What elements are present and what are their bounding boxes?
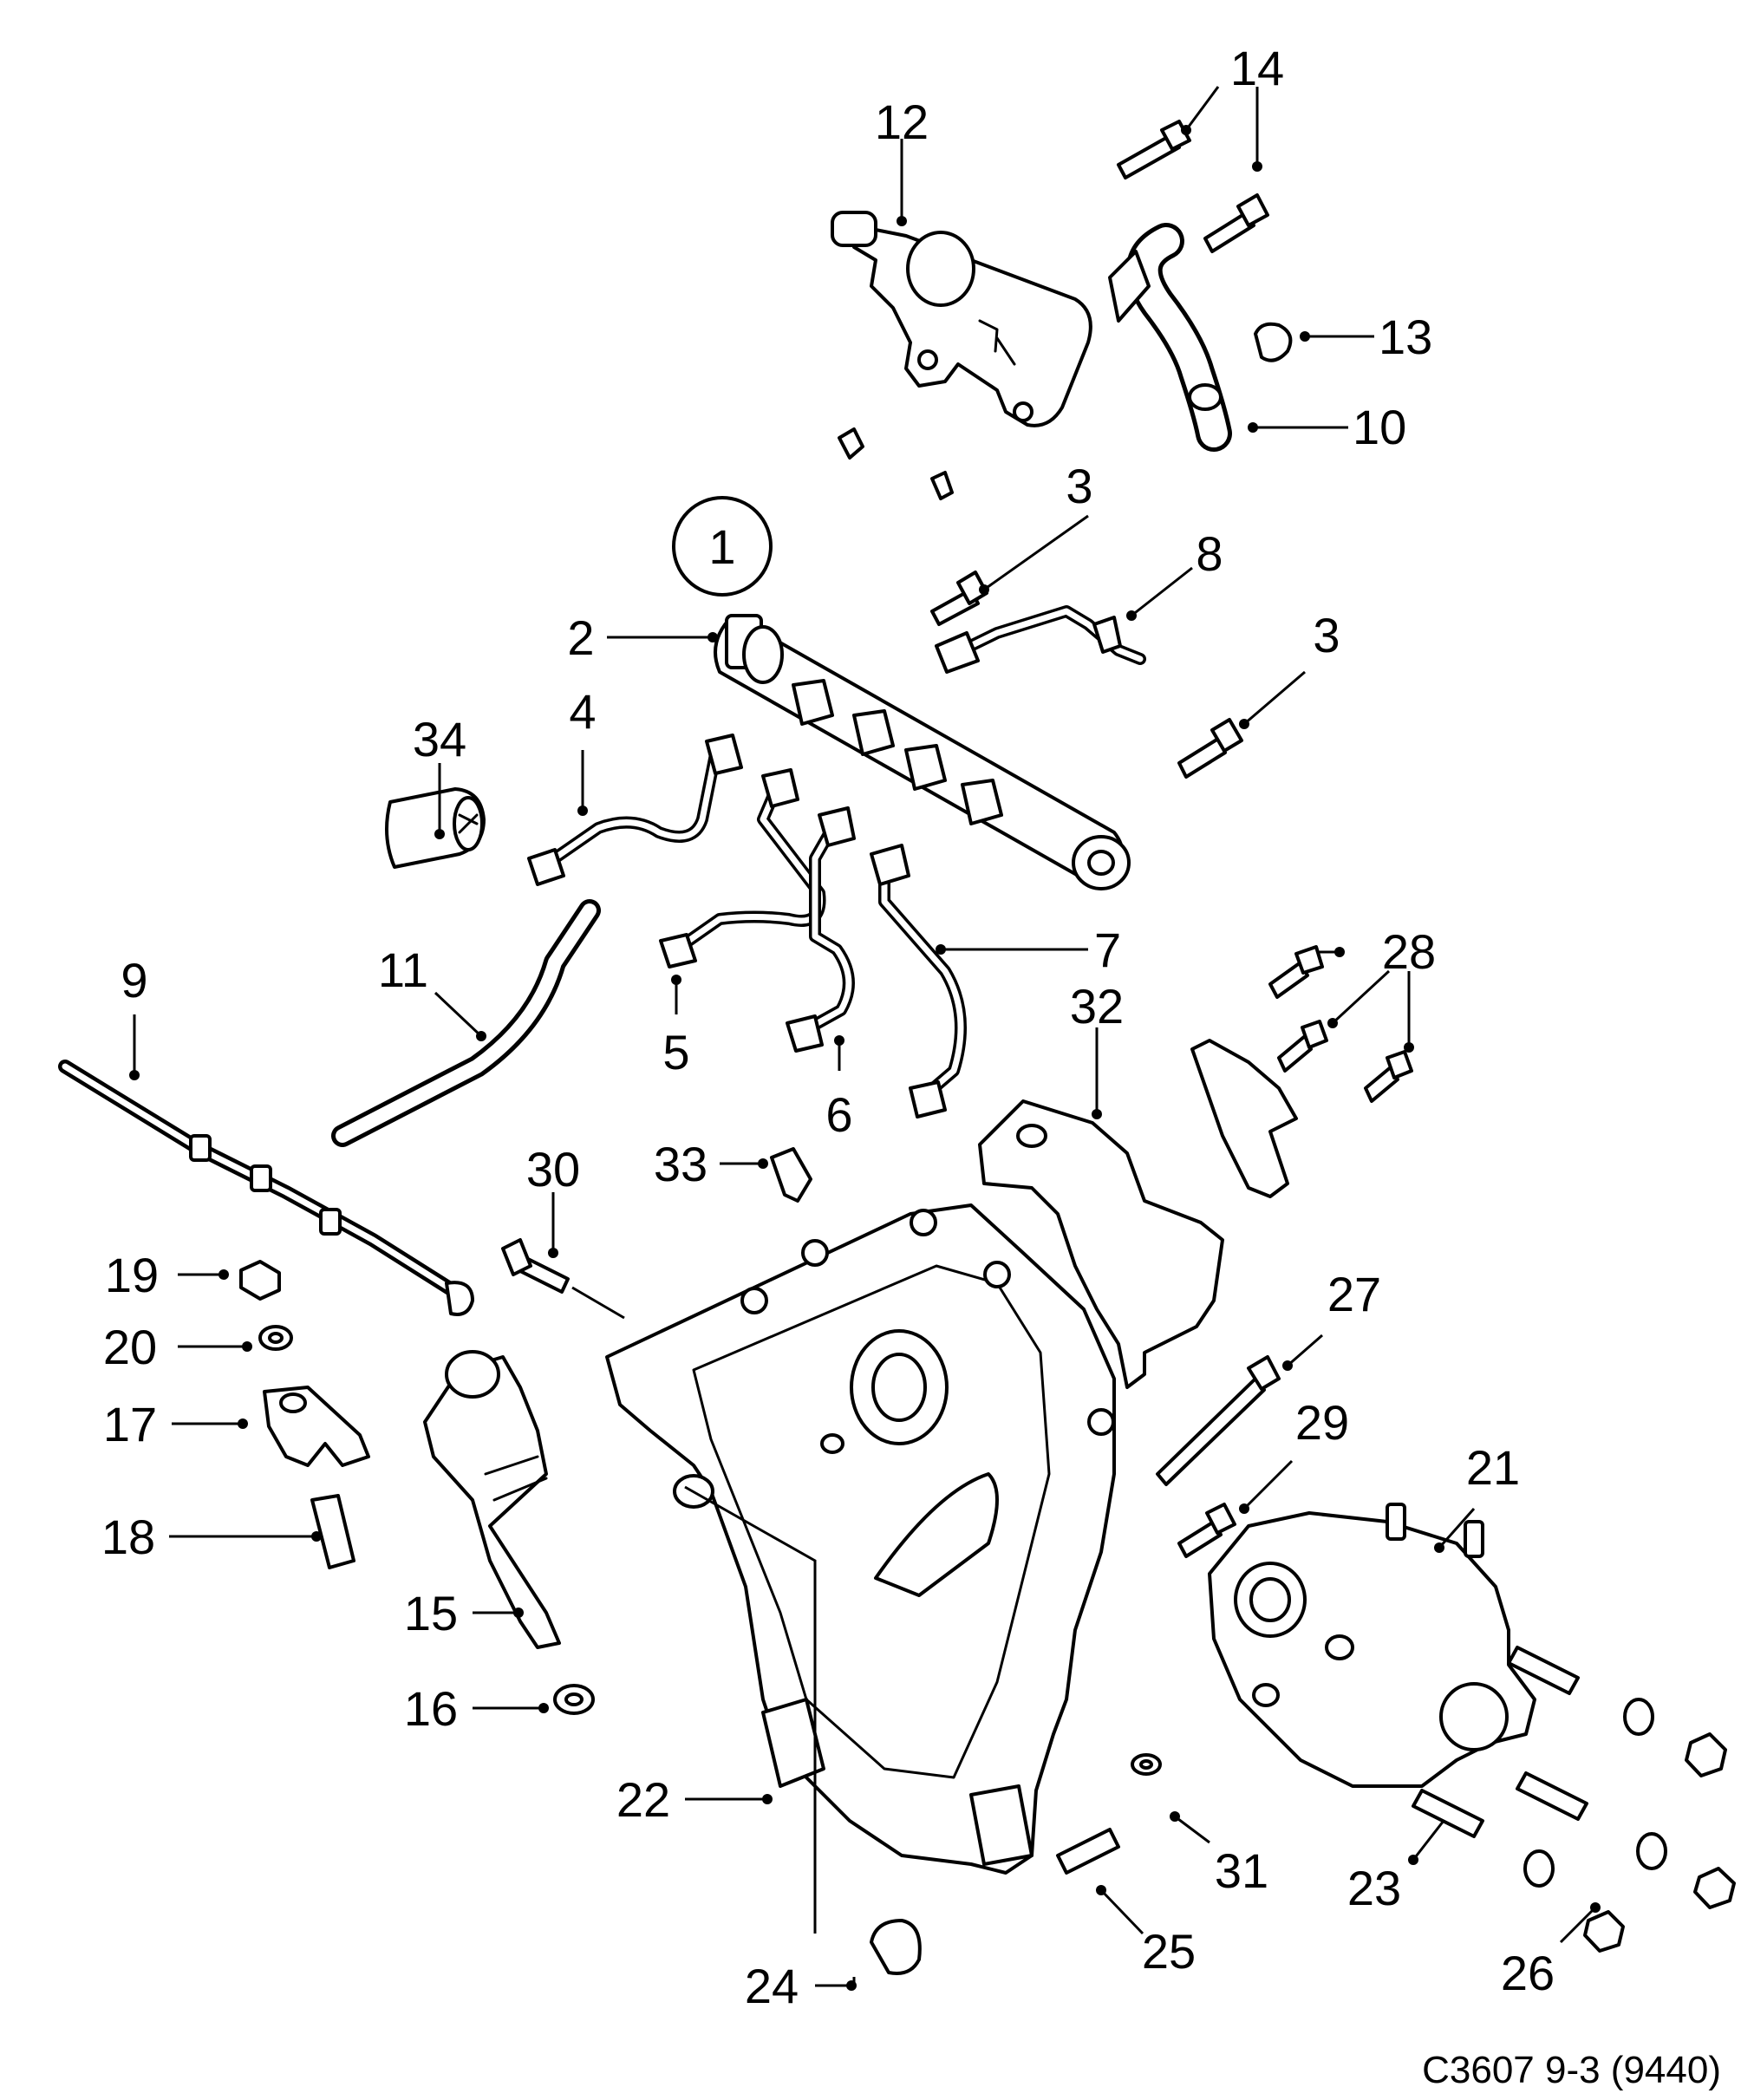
callout-28: 28 [1382, 924, 1436, 979]
part-26-nuts-washers [1523, 1698, 1736, 1953]
part-4-7-injector-pipes [527, 734, 967, 1118]
group-label: 1 [708, 519, 735, 574]
callout-6: 6 [825, 1087, 852, 1142]
callout-3a: 3 [1066, 459, 1092, 513]
part-2-fuel-rail [714, 614, 1131, 890]
callout-32: 32 [1070, 979, 1124, 1034]
callout-31: 31 [1215, 1843, 1268, 1898]
part-bracket-small [1190, 1039, 1298, 1198]
callout-3b: 3 [1313, 608, 1340, 662]
callout-26: 26 [1501, 1946, 1555, 2000]
part-17-clamp [263, 1386, 370, 1467]
callout-34: 34 [413, 712, 466, 766]
callout-33: 33 [654, 1137, 707, 1191]
callout-20: 20 [103, 1320, 157, 1374]
part-caps [838, 427, 954, 500]
callout-21: 21 [1466, 1440, 1520, 1495]
callout-17: 17 [103, 1397, 157, 1451]
callout-23: 23 [1347, 1861, 1401, 1915]
part-22-timing-cover [605, 1203, 1116, 1875]
part-10-hose [1108, 223, 1232, 452]
callout-18: 18 [101, 1510, 155, 1564]
leader-dots [129, 125, 1601, 1991]
part-34-connector [385, 787, 486, 869]
part-25-stud [1056, 1828, 1120, 1875]
callout-5: 5 [662, 1025, 689, 1079]
part-16-washer [553, 1684, 595, 1715]
callout-13: 13 [1379, 310, 1432, 364]
callout-15: 15 [404, 1586, 458, 1640]
reference-code: C3607 9-3 (9440) [1422, 2049, 1721, 2091]
callout-16: 16 [404, 1681, 458, 1736]
part-23-studs [1412, 1646, 1588, 1838]
part-21-pump [1208, 1503, 1536, 1788]
callout-22: 22 [616, 1772, 670, 1827]
part-24-plug [870, 1919, 922, 1975]
callout-12: 12 [875, 95, 929, 149]
callout-4: 4 [569, 684, 596, 739]
part-20-washer [258, 1325, 293, 1351]
leader-lines [133, 86, 1597, 1987]
part-28-bolts [1268, 945, 1413, 1103]
part-12-regulator [831, 211, 1092, 427]
callout-30: 30 [526, 1142, 580, 1197]
callout-24: 24 [745, 1959, 799, 2013]
callout-11: 11 [378, 942, 428, 997]
callout-19: 19 [105, 1248, 159, 1302]
part-19-nut [239, 1260, 281, 1301]
callout-27: 27 [1327, 1267, 1381, 1321]
callout-10: 10 [1353, 400, 1406, 454]
part-30-bolt [501, 1238, 570, 1294]
callout-29: 29 [1295, 1395, 1349, 1450]
callout-7: 7 [1094, 923, 1121, 977]
part-9-return-hose [58, 1060, 474, 1316]
callout-2: 2 [567, 610, 594, 665]
part-11-leakoff-tube [331, 899, 601, 1147]
part-18-stud [310, 1494, 355, 1569]
part-29-bolt [1177, 1503, 1236, 1558]
part-32-bracket [978, 1099, 1224, 1389]
callout-9: 9 [121, 953, 147, 1008]
part-14-bolts [1117, 120, 1269, 253]
callout-14: 14 [1230, 41, 1284, 95]
part-3-bolts [930, 571, 1243, 779]
part-27-bolt [1156, 1355, 1281, 1486]
part-13-clamp [1254, 322, 1293, 362]
group-label-circle [672, 496, 773, 597]
part-15-injector [423, 1350, 561, 1649]
part-31-washer [1131, 1753, 1162, 1776]
callout-25: 25 [1142, 1924, 1196, 1979]
part-8-return-line [935, 605, 1146, 674]
part-33-sensor [770, 1147, 812, 1203]
callout-8: 8 [1196, 526, 1223, 581]
